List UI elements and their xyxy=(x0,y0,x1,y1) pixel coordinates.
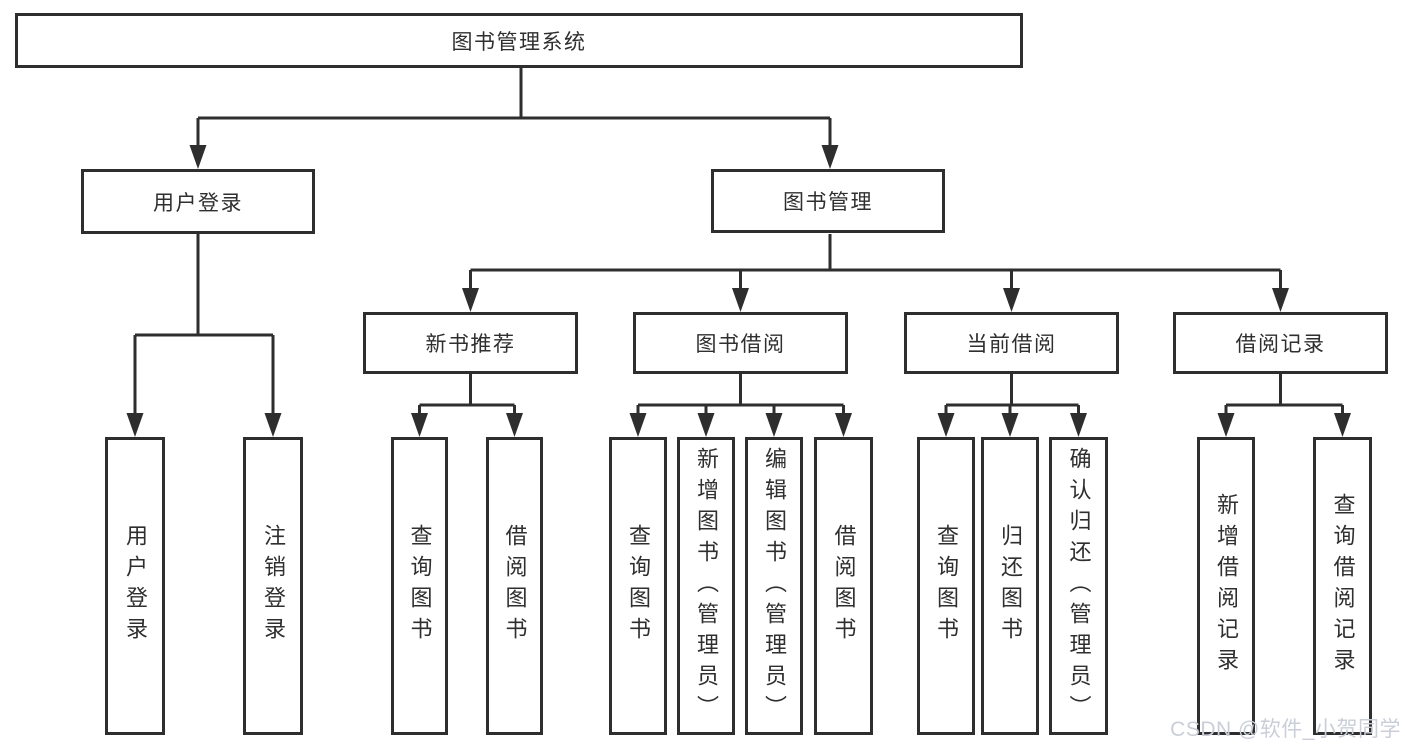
arrowhead xyxy=(937,413,955,437)
node-root-library-system: 图书管理系统 xyxy=(15,13,1023,68)
leaf-label: 注销登录 xyxy=(261,524,286,648)
leaf-query-books-1: 查询图书 xyxy=(391,437,448,735)
arrowhead xyxy=(126,413,144,437)
leaf-add-borrow-record: 新增借阅记录 xyxy=(1197,437,1255,735)
arrowhead xyxy=(765,413,783,437)
arrowhead xyxy=(506,413,523,437)
leaf-user-login: 用户登录 xyxy=(105,437,165,735)
arrowhead xyxy=(629,413,647,437)
leaf-return-book: 归还图书 xyxy=(981,437,1039,735)
arrowhead xyxy=(1217,413,1235,437)
node-current-borrow: 当前借阅 xyxy=(904,312,1119,374)
leaf-add-book-admin: 新增图书（管理员） xyxy=(677,437,735,735)
leaf-label: 新增图书（管理员） xyxy=(694,446,719,726)
leaf-label: 编辑图书（管理员） xyxy=(762,446,787,726)
node-borrow-records: 借阅记录 xyxy=(1173,312,1388,374)
arrowhead xyxy=(1001,413,1019,437)
leaf-label: 借阅图书 xyxy=(502,524,528,648)
arrowhead xyxy=(411,413,428,437)
arrowhead xyxy=(462,288,479,312)
leaf-label: 归还图书 xyxy=(998,524,1023,648)
leaf-label: 查询图书 xyxy=(626,524,651,648)
arrowhead xyxy=(189,145,207,169)
arrowhead xyxy=(1070,413,1087,437)
connector-book-management-to-level3 xyxy=(469,234,1282,308)
leaf-label: 确认归还（管理员） xyxy=(1066,446,1092,726)
leaf-label: 用户登录 xyxy=(123,524,148,648)
node-book-management: 图书管理 xyxy=(711,169,945,233)
node-book-borrow: 图书借阅 xyxy=(633,312,848,374)
connector-current-borrow-to-leaves xyxy=(944,374,1080,433)
arrowhead xyxy=(835,413,852,437)
leaf-label: 查询借阅记录 xyxy=(1330,493,1356,679)
connector-book-borrow-to-leaves xyxy=(636,374,845,433)
connector-new-book-recommend-to-leaves xyxy=(418,374,516,433)
leaf-edit-book-admin: 编辑图书（管理员） xyxy=(745,437,803,735)
leaf-logout: 注销登录 xyxy=(243,437,303,735)
leaf-query-books-3: 查询图书 xyxy=(917,437,975,735)
leaf-confirm-return-admin: 确认归还（管理员） xyxy=(1049,437,1108,735)
leaf-label: 查询图书 xyxy=(934,524,959,648)
connector-user-login-to-leaves xyxy=(133,234,275,433)
arrowhead xyxy=(1003,288,1020,312)
arrowhead xyxy=(732,288,749,312)
leaf-label: 借阅图书 xyxy=(831,524,857,648)
connector-root-to-level2 xyxy=(196,68,832,165)
leaf-label: 新增借阅记录 xyxy=(1214,493,1239,679)
node-user-login: 用户登录 xyxy=(81,169,315,234)
leaf-borrow-books-1: 借阅图书 xyxy=(486,437,543,735)
node-new-book-recommend: 新书推荐 xyxy=(363,312,578,374)
leaf-label: 查询图书 xyxy=(407,524,433,648)
arrowhead xyxy=(821,145,839,169)
arrowhead xyxy=(1272,288,1289,312)
arrowhead xyxy=(697,413,715,437)
arrowhead xyxy=(264,413,282,437)
leaf-query-books-2: 查询图书 xyxy=(609,437,667,735)
leaf-query-borrow-record: 查询借阅记录 xyxy=(1313,437,1372,735)
leaf-borrow-books-2: 借阅图书 xyxy=(814,437,873,735)
connector-borrow-records-to-leaves xyxy=(1224,374,1344,433)
csdn-watermark: CSDN @软件_小贺同学 xyxy=(1170,718,1401,741)
arrowhead xyxy=(1334,413,1351,437)
